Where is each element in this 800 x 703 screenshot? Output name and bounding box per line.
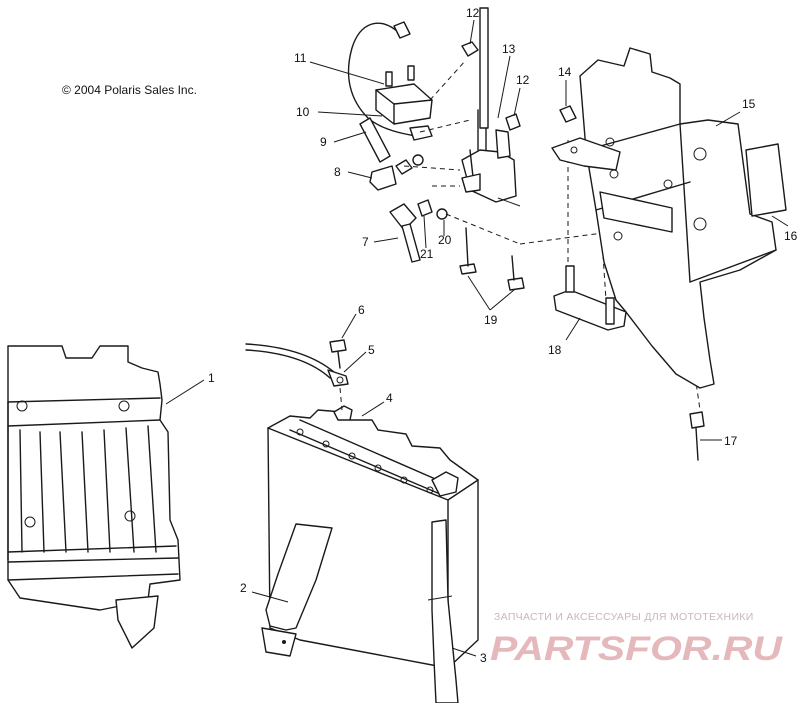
hold-down-plate bbox=[553, 265, 627, 331]
copyright-text: © 2004 Polaris Sales Inc. bbox=[62, 83, 197, 97]
relay-block bbox=[375, 65, 433, 125]
terminal-cap bbox=[369, 165, 397, 191]
warning-label bbox=[745, 143, 787, 217]
battery-cable bbox=[245, 349, 331, 379]
callout-4: 4 bbox=[386, 391, 393, 405]
battery-strap bbox=[261, 523, 333, 657]
callout-10: 10 bbox=[296, 105, 310, 119]
nut-upper bbox=[461, 41, 479, 57]
callout-18: 18 bbox=[548, 343, 562, 357]
callout-16: 16 bbox=[784, 229, 798, 243]
callout-2: 2 bbox=[240, 581, 247, 595]
callout-5: 5 bbox=[368, 343, 375, 357]
bolt-17 bbox=[689, 411, 705, 461]
nut-14 bbox=[559, 105, 577, 123]
callout-8: 8 bbox=[334, 165, 341, 179]
leader-lines bbox=[165, 19, 789, 657]
callout-6: 6 bbox=[358, 303, 365, 317]
watermark-logo: PARTSFOR.RU bbox=[490, 630, 784, 668]
callout-12b: 12 bbox=[516, 73, 530, 87]
watermark: ЗАПЧАСТИ И АКСЕССУАРЫ ДЛЯ МОТОТЕХНИКИ PA… bbox=[490, 611, 784, 668]
callout-19: 19 bbox=[484, 313, 498, 327]
terminal-bolt bbox=[329, 339, 347, 369]
callout-15: 15 bbox=[742, 97, 756, 111]
callout-1: 1 bbox=[208, 371, 215, 385]
starter-cable-end bbox=[389, 203, 421, 263]
callout-20: 20 bbox=[438, 233, 452, 247]
callout-21: 21 bbox=[420, 247, 434, 261]
watermark-tagline: ЗАПЧАСТИ И АКСЕССУАРЫ ДЛЯ МОТОТЕХНИКИ bbox=[494, 611, 754, 623]
vent-tube bbox=[427, 519, 459, 703]
battery-tray bbox=[7, 345, 181, 649]
battery bbox=[267, 405, 479, 669]
mounting-bolts bbox=[459, 227, 525, 291]
callout-13: 13 bbox=[502, 42, 516, 56]
solenoid-bracket bbox=[461, 7, 521, 207]
washer-20 bbox=[436, 208, 448, 220]
callout-3: 3 bbox=[480, 651, 487, 665]
nut-21 bbox=[417, 199, 433, 217]
callouts: 1 2 3 4 5 6 7 8 9 10 11 12 12 13 14 15 1… bbox=[208, 6, 798, 665]
terminal-boot bbox=[359, 117, 391, 163]
relay-wire bbox=[347, 22, 417, 137]
callout-7: 7 bbox=[362, 235, 369, 249]
callout-11: 11 bbox=[294, 51, 307, 65]
nut-right bbox=[505, 113, 521, 131]
callout-17: 17 bbox=[724, 434, 738, 448]
battery-bracket bbox=[551, 47, 777, 389]
callout-12a: 12 bbox=[466, 6, 480, 20]
callout-14: 14 bbox=[558, 65, 572, 79]
callout-9: 9 bbox=[320, 135, 327, 149]
